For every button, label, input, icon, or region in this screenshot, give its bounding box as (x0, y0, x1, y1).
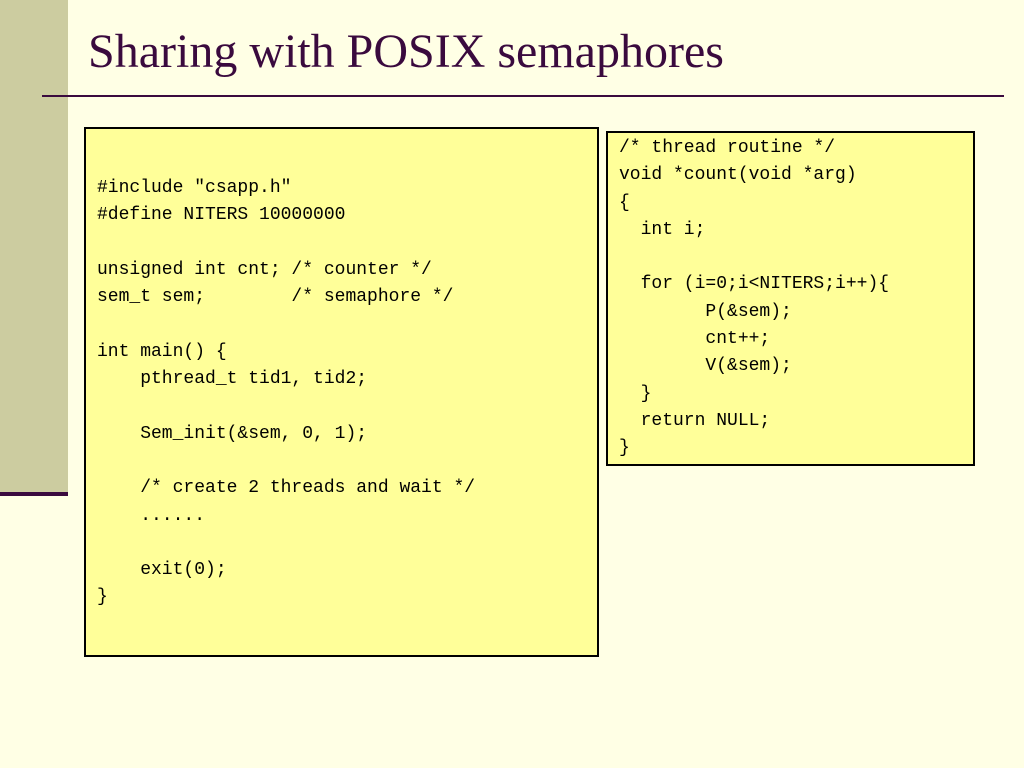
main-code-block: #include "csapp.h" #define NITERS 100000… (84, 127, 599, 657)
thread-routine-code-block: /* thread routine */ void *count(void *a… (606, 131, 975, 466)
slide-title: Sharing with POSIX semaphores (88, 25, 724, 78)
left-accent-line (0, 492, 68, 496)
title-divider (42, 95, 1004, 97)
left-accent-band (0, 0, 68, 493)
